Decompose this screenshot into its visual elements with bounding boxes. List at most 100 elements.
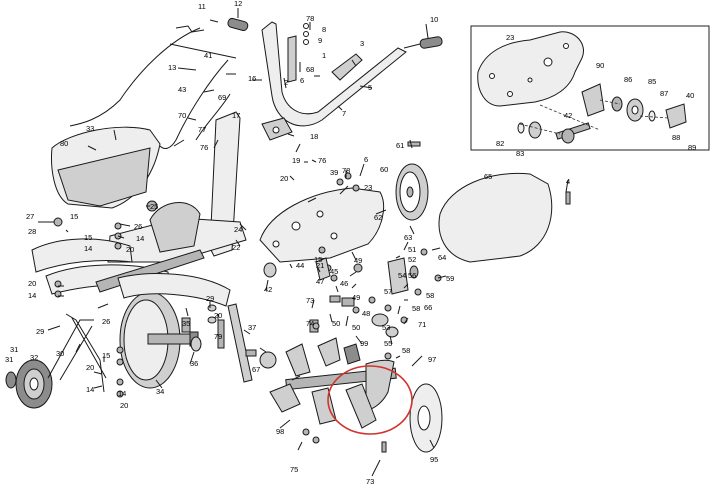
callout-19: 19 — [292, 156, 300, 165]
callout-1: 1 — [322, 51, 326, 60]
callout-98: 98 — [276, 427, 284, 436]
callout-53: 53 — [382, 323, 390, 332]
tine-disc-34 — [119, 291, 199, 389]
callout-22: 22 — [232, 243, 240, 252]
callout-10: 10 — [430, 15, 438, 24]
callout-33: 33 — [86, 124, 94, 133]
callout-70: 70 — [178, 111, 186, 120]
callout-78: 78 — [306, 14, 314, 23]
callout-24: 24 — [234, 225, 242, 234]
callout-62: 62 — [374, 213, 382, 222]
callout-32: 32 — [30, 353, 38, 362]
callout-56: 56 — [408, 271, 416, 280]
callout-26c: 26 — [102, 317, 110, 326]
callout-6: 6 — [300, 76, 304, 85]
callout-2: 2 — [284, 78, 288, 87]
callout-4: 4 — [566, 177, 570, 186]
callout-66: 66 — [424, 303, 432, 312]
callout-14d: 14 — [118, 389, 126, 398]
callout-31: 31 — [5, 355, 13, 364]
inset-detail-box — [470, 25, 710, 151]
callout-16: 16 — [248, 74, 256, 83]
callout-14c: 14 — [86, 385, 94, 394]
callout-68: 68 — [306, 65, 314, 74]
callout-7: 7 — [342, 109, 346, 118]
callout-23b: 23 — [364, 183, 372, 192]
callout-79: 79 — [214, 332, 222, 341]
callout-95: 95 — [430, 455, 438, 464]
callout-39: 39 — [330, 168, 338, 177]
callout-49: 49 — [354, 256, 362, 265]
callout-47: 47 — [316, 277, 324, 286]
callout-11: 11 — [198, 2, 206, 11]
callout-25: 25 — [150, 202, 158, 211]
callout-83: 83 — [516, 149, 524, 158]
callout-80: 80 — [60, 139, 68, 148]
callout-52: 52 — [408, 255, 416, 264]
callout-28: 28 — [28, 227, 36, 236]
callout-49b: 49 — [352, 293, 360, 302]
callout-8: 8 — [322, 25, 326, 34]
callout-15e: 15 — [70, 212, 78, 221]
callout-43: 43 — [178, 85, 186, 94]
callout-90: 90 — [596, 61, 604, 70]
callout-34: 34 — [156, 387, 164, 396]
callout-85: 85 — [648, 77, 656, 86]
callout-3: 3 — [360, 39, 364, 48]
callout-21: 21 — [316, 261, 324, 270]
callout-58b: 58 — [412, 304, 420, 313]
callout-87: 87 — [660, 89, 668, 98]
callout-88: 88 — [672, 133, 680, 142]
callout-63: 63 — [404, 233, 412, 242]
tines-assembly — [269, 322, 443, 453]
callout-50: 50 — [352, 323, 360, 332]
callout-20: 20 — [280, 174, 288, 183]
callout-73: 73 — [306, 296, 314, 305]
callout-99: 99 — [360, 339, 368, 348]
lower-center-parts — [217, 257, 331, 383]
callout-50b: 50 — [332, 319, 340, 328]
callout-23: 23 — [506, 33, 514, 42]
callout-12: 12 — [234, 0, 242, 8]
callout-73b: 73 — [366, 477, 374, 486]
callout-65: 65 — [484, 172, 492, 181]
callout-15d: 15 — [102, 351, 110, 360]
callout-14f: 14 — [84, 244, 92, 253]
callout-76b: 76 — [318, 156, 326, 165]
callout-75: 75 — [290, 465, 298, 474]
guard-19 — [117, 273, 231, 307]
callout-27: 27 — [26, 212, 34, 221]
callout-41: 41 — [204, 51, 212, 60]
callout-6b: 6 — [364, 155, 368, 164]
callout-labels: 11 12 78 8 9 10 3 1 68 2 5 6 7 13 41 16 … — [5, 0, 696, 486]
callout-89: 89 — [688, 143, 696, 152]
callout-29: 29 — [206, 294, 214, 303]
callout-55: 55 — [384, 339, 392, 348]
callout-15c: 15 — [314, 255, 322, 264]
callout-54: 54 — [398, 271, 406, 280]
callout-40: 40 — [686, 91, 694, 100]
callout-51: 51 — [408, 245, 416, 254]
callout-60: 60 — [380, 165, 388, 174]
callout-64: 64 — [438, 253, 446, 262]
callout-77: 77 — [198, 125, 206, 134]
callout-29b: 29 — [36, 327, 44, 336]
callout-42: 42 — [264, 285, 272, 294]
callout-15f: 15 — [84, 233, 92, 242]
callout-14e: 14 — [28, 291, 36, 300]
callout-78b: 78 — [342, 166, 350, 175]
callout-44: 44 — [296, 261, 304, 270]
callout-61: 61 — [396, 141, 404, 150]
callout-48: 48 — [362, 309, 370, 318]
callout-20f: 20 — [126, 245, 134, 254]
callout-36: 36 — [190, 359, 198, 368]
callout-14g: 14 — [136, 234, 144, 243]
callout-82: 82 — [496, 139, 504, 148]
callout-13: 13 — [168, 63, 176, 72]
callout-67: 67 — [252, 365, 260, 374]
callout-45: 45 — [330, 267, 338, 276]
leader-lines — [38, 8, 569, 477]
callout-20b: 20 — [214, 311, 222, 320]
callout-26d: 26 — [134, 222, 142, 231]
